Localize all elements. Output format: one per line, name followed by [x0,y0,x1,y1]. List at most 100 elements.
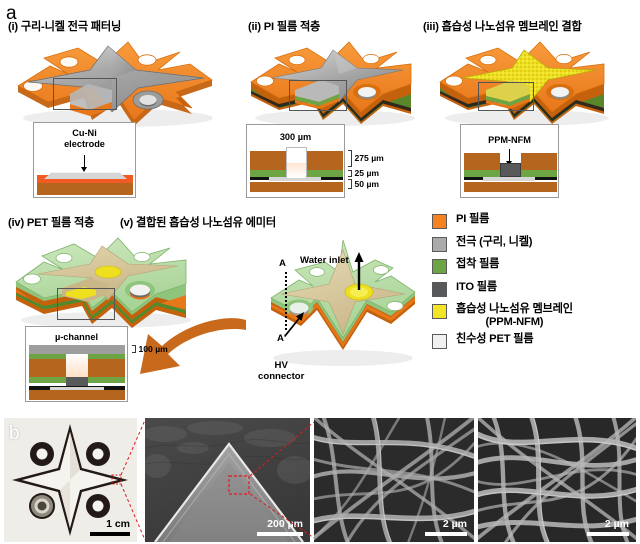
legend-swatch-nfm [432,304,447,319]
layer-electrode-strip [269,177,321,181]
inset-arrow-step-i [80,155,89,172]
selection-box-step-i [53,78,117,110]
layer-pi-top-right [521,153,557,170]
inset-label-step-iii: PPM-NFM [488,135,531,145]
legend-label-ito-film: ITO 필름 [456,280,497,293]
layer-ppm-nfm [500,163,521,177]
layer-pet-100um [29,345,125,354]
inset-label-step-iv: µ-channel [54,332,99,342]
selection-box-step-iv [57,288,115,320]
step-title-i: (i) 구리-니켈 전극 패터닝 [8,21,122,33]
layer-pi-bottom [464,182,557,192]
legend-swatch-pet-film [432,334,447,349]
channel-glow [287,163,306,177]
layer-adhesive-mid-r [88,377,125,383]
scalebar-label-sem3: 2 µm [604,518,629,530]
thickness-275um: 275 µm [354,153,384,164]
hv-connector-label-line2: connector [258,371,305,382]
scalebar-sem1: 200 µm [257,518,303,536]
layer-adhesive-left [250,170,286,177]
inset-label-line1: Cu-Ni [72,128,97,138]
layer-pi-275um-right [307,151,343,170]
hv-connector-label: HV connector [258,360,304,382]
cross-section-inset-step-i: Cu-Ni electrode [33,122,136,198]
step-title-v: (v) 결합된 흡습성 나노섬유 에미터 [120,217,276,229]
layer-pi-top-left [464,153,500,170]
micro-channel [66,354,88,377]
inset-label-line2: electrode [64,138,105,149]
panel-b: 1 cm [4,418,636,542]
scalebar-sem2: 2 µm [425,518,467,536]
process-flow-arrow [118,316,253,391]
hv-connector-label-line1: HV [274,360,288,371]
legend-item-pi-film: PI 필름 [432,213,638,229]
scalebar-label-sem1: 200 µm [267,518,303,530]
thickness-row-275: 275 µm [348,150,384,167]
thickness-100um: 100 µm [138,344,168,354]
inset-label-step-i: Cu-Ni electrode [34,128,135,149]
thickness-row-50: 50 µm [348,179,379,189]
thickness-25um: 25 µm [354,168,380,178]
sem-image-nanofibers-2: 2 µm [478,418,636,542]
cross-section-inset-step-iv: µ-channel [25,326,128,402]
layer-electrode-strip [50,387,104,391]
layer-electrode [51,172,119,179]
legend-item-pet-film: 친수성 PET 필름 [432,333,638,349]
legend-label-pi-film: PI 필름 [456,213,490,225]
section-line-a-aprime [285,272,287,330]
layer-pi-50um [250,182,343,192]
scalebar-photo: 1 cm [90,518,130,536]
panel-letter-a: a [6,3,17,24]
step-title-iv: (iv) PET 필름 적층 [8,217,95,229]
layer-electrode-bevel-right [119,172,127,179]
scalebar-bar-sem1 [257,532,303,536]
device-render-step-iv [8,232,203,332]
legend-label-nfm-main: 흡습성 나노섬유 멤브레인 [456,303,573,315]
legend-label-nfm-sub: (PPM-NFM) [485,316,544,328]
thickness-50um: 50 µm [354,178,380,189]
scalebar-label-photo: 1 cm [106,518,130,530]
device-render-step-iii [432,34,617,129]
legend-item-nfm: 흡습성 나노섬유 멤브레인 (PPM-NFM) [432,303,638,329]
thickness-row-25: 25 µm [348,169,379,178]
cross-section-inset-step-iii: PPM-NFM [460,124,559,198]
layer-electrode-bevel-left [44,172,52,179]
inset-arrow-step-iii [505,149,514,166]
water-inlet-arrow [354,252,364,290]
legend-label-nfm: 흡습성 나노섬유 멤브레인 (PPM-NFM) [456,303,573,329]
layer-adhesive-right [307,170,343,177]
layer-adhesive-mid [29,377,66,383]
layer-ppm-nfm [66,377,88,386]
selection-box-step-iii [478,82,534,111]
layer-pi-bottom [37,183,133,195]
layer-pi-275um-left [250,151,286,170]
legend-swatch-electrode [432,236,447,252]
scalebar-bar-sem3 [587,532,629,536]
legend-item-adhesive-film: 접착 필름 [432,258,638,274]
legend-label-adhesive-film: 접착 필름 [456,258,500,270]
legend-label-pet-film: 친수성 PET 필름 [456,333,534,345]
layer-pi-upper-left [29,359,66,377]
legend-swatch-ito-film [432,281,447,297]
thickness-row-100: 100 µm [132,345,168,354]
sem-image-nanofibers-1: 2 µm [314,418,474,542]
step-title-iii: (iii) 흡습성 나노섬유 멤브레인 결합 [423,21,582,33]
selection-box-step-ii [289,80,347,111]
scalebar-bar-photo [90,532,130,536]
hv-connector-arrow [284,312,304,337]
inset-label-step-ii: 300 µm [279,132,312,142]
device-render-step-ii [243,34,423,129]
scalebar-sem3: 2 µm [587,518,629,536]
layer-pi-bottom [29,390,125,400]
cross-section-inset-step-ii: 300 µm [246,124,345,198]
section-marker-a-prime: A' [277,333,287,344]
layer-electrode-strip [483,177,535,181]
water-inlet-label: Water inlet [300,255,349,266]
scalebar-bar-sem2 [425,532,467,536]
legend-label-electrode: 전극 (구리, 니켈) [456,235,533,248]
legend-item-electrode: 전극 (구리, 니켈) [432,236,638,252]
photo-emitter-device: 1 cm [4,418,137,542]
legend-swatch-adhesive-film [432,259,447,274]
legend-item-ito-film: ITO 필름 [432,281,638,297]
